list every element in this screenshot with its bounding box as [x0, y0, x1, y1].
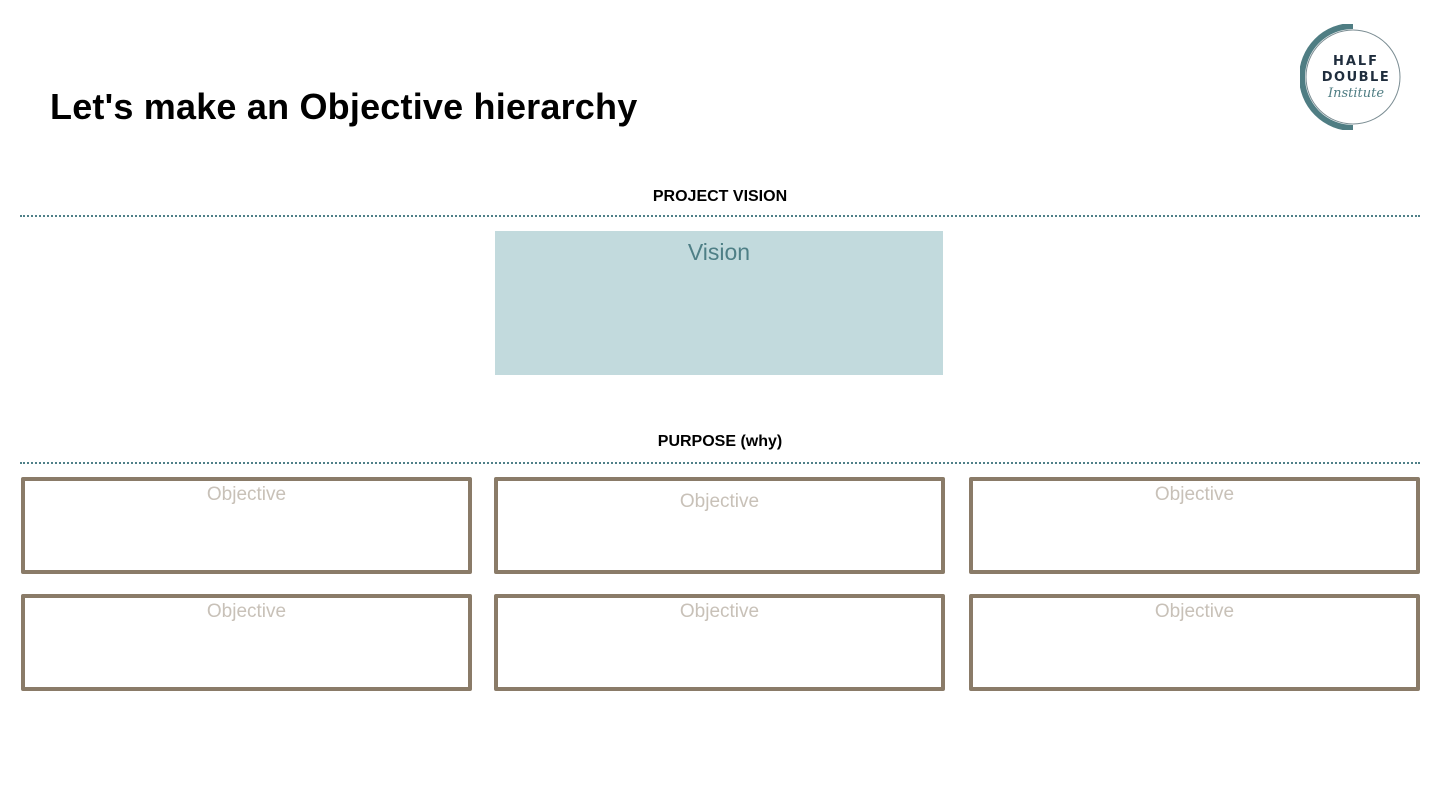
purpose-divider: [20, 462, 1420, 464]
objective-placeholder: Objective: [206, 484, 287, 505]
objective-placeholder: Objective: [206, 601, 287, 622]
logo-line2: DOUBLE: [1322, 70, 1390, 85]
vision-placeholder: Vision: [687, 239, 751, 265]
objective-placeholder: Objective: [1154, 484, 1235, 505]
objective-box-6[interactable]: Objective: [969, 594, 1420, 691]
project-vision-divider: [20, 215, 1420, 217]
objective-box-4[interactable]: Objective: [21, 594, 472, 691]
half-double-logo: HALF DOUBLE Institute: [1300, 24, 1406, 130]
logo-emblem-icon: HALF DOUBLE Institute: [1300, 24, 1401, 130]
vision-box[interactable]: Vision: [495, 231, 943, 375]
objective-placeholder: Objective: [679, 491, 760, 512]
objective-box-3[interactable]: Objective: [969, 477, 1420, 574]
objective-box-2[interactable]: Objective: [494, 477, 945, 574]
project-vision-label: PROJECT VISION: [652, 188, 788, 205]
page-title: Let's make an Objective hierarchy: [50, 86, 638, 127]
objective-placeholder: Objective: [679, 601, 760, 622]
objective-box-1[interactable]: Objective: [21, 477, 472, 574]
objective-box-5[interactable]: Objective: [494, 594, 945, 691]
purpose-label: PURPOSE (why): [657, 433, 783, 450]
objective-placeholder: Objective: [1154, 601, 1235, 622]
logo-line3: Institute: [1327, 86, 1384, 101]
logo-line1: HALF: [1333, 54, 1379, 69]
